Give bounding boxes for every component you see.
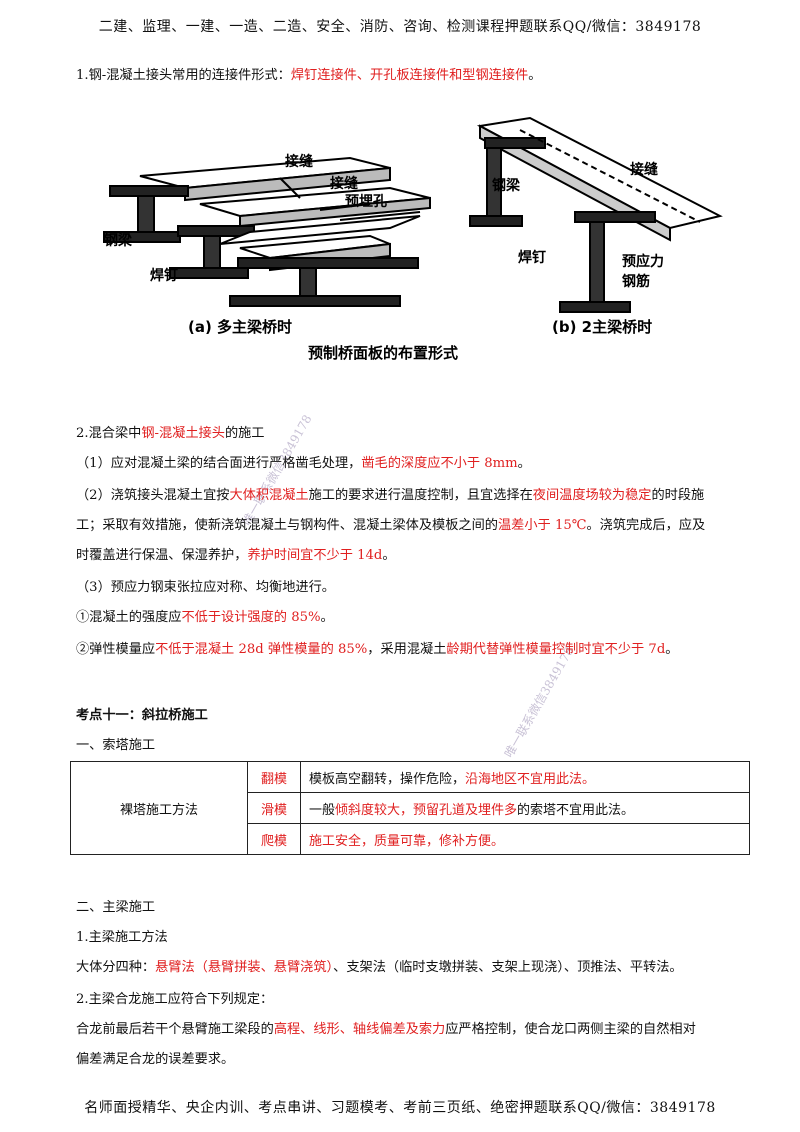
text: 。 (517, 456, 531, 471)
group-cell: 裸塔施工方法 (70, 761, 248, 855)
paragraph-4: ①混凝土的强度应不低于设计强度的 85%。 (76, 608, 736, 628)
paragraph-3: （3）预应力钢束张拉应对称、均衡地进行。 (76, 580, 335, 595)
deck-panel-figure: 接缝 接缝 预埋孔 钢梁 焊钉 钢梁 接缝 焊钉 预应力 钢筋 (a) 多主梁桥… (103, 116, 723, 362)
method-desc: 施工安全，质量可靠，修补方便。 (300, 823, 750, 855)
text: 。 (665, 642, 679, 657)
text: 的时段施 (651, 488, 705, 503)
highlight: 温差小于 15℃ (498, 518, 587, 533)
method-name: 爬模 (247, 823, 301, 855)
two-girder-drawing (469, 116, 723, 313)
page-footer: 名师面授精华、央企内训、考点串讲、习题模考、考前三页纸、绝密押题联系QQ/微信：… (84, 1100, 716, 1116)
label-seam-2: 接缝 (330, 175, 358, 192)
text: 。浇筑完成后，应及 (586, 518, 706, 533)
paragraph-5: ②弹性模量应不低于混凝土 28d 弹性模量的 85%，采用混凝土龄期代替弹性模量… (76, 640, 736, 660)
highlight: 不低于混凝土 28d 弹性模量的 85% (155, 642, 368, 657)
text: 大体分四种： (76, 960, 156, 975)
connector-types-line: 1.钢-混凝土接头常用的连接件形式：焊钉连接件、开孔板连接件和型钢连接件。 (76, 66, 736, 86)
highlight: 夜间温度场较为稳定 (532, 488, 652, 503)
highlight: 大体积混凝土 (229, 488, 309, 503)
paragraph-1: （1）应对混凝土梁的结合面进行严格凿毛处理，凿毛的深度应不小于 8mm。 (76, 454, 736, 474)
main-girder-methods-heading: 1.主梁施工方法 (76, 930, 168, 945)
figure-title: 预制桥面板的布置形式 (308, 344, 458, 362)
label-prestress: 预应力 (622, 253, 664, 270)
text: 。 (382, 548, 396, 563)
text: ，采用混凝土 (367, 642, 447, 657)
tower-method-table: 裸塔施工方法 翻模 模板高空翻转，操作危险，沿海地区不宜用此法。 滑模 一般倾斜… (70, 761, 750, 855)
main-girder-methods: 大体分四种：悬臂法（悬臂拼装、悬臂浇筑）、支架法（临时支墩拼装、支架上现浇）、顶… (76, 958, 736, 978)
highlight: 沿海地区不宜用此法。 (465, 771, 596, 787)
method-desc: 一般倾斜度较大，预留孔道及埋件多的索塔不宜用此法。 (300, 792, 750, 824)
table-row: 爬模 施工安全，质量可靠，修补方便。 (71, 823, 750, 855)
subsection-main-girder: 二、主梁施工 (76, 900, 156, 915)
highlight: 施工安全，质量可靠，修补方便。 (309, 833, 505, 849)
label-embedded-hole: 预埋孔 (345, 194, 387, 210)
text: 2.混合梁中 (76, 426, 142, 441)
text: 工；采取有效措施，使新浇筑混凝土与钢构件、混凝土梁体及模板之间的 (76, 518, 498, 533)
subsection-tower: 一、索塔施工 (76, 738, 156, 753)
method-name: 翻模 (247, 761, 301, 793)
highlight: 悬臂法（悬臂拼装、悬臂浇筑） (155, 960, 334, 975)
text: 。 (320, 610, 334, 625)
closure-line-2: 偏差满足合龙的误差要求。 (76, 1052, 235, 1067)
label-stud: 焊钉 (150, 267, 178, 284)
paragraph-2-line-1: （2）浇筑接头混凝土宜按大体积混凝土施工的要求进行温度控制，且宜选择在夜间温度场… (76, 486, 736, 506)
text-tail: 。 (528, 68, 542, 83)
closure-line-1: 合龙前最后若干个悬臂施工梁段的高程、线形、轴线偏差及索力应严格控制，使合龙口两侧… (76, 1020, 736, 1040)
text: 的索塔不宜用此法。 (517, 802, 635, 818)
highlight: 焊钉连接件、开孔板连接件和型钢连接件 (290, 68, 529, 83)
highlight: 钢-混凝土接头 (141, 426, 225, 441)
text: 合龙前最后若干个悬臂施工梁段的 (76, 1022, 274, 1037)
text: （2）浇筑接头混凝土宜按 (76, 488, 230, 503)
paragraph-2-line-3: 时覆盖进行保温、保湿养护，养护时间宜不少于 14d。 (76, 546, 736, 566)
highlight: 凿毛的深度应不小于 8mm (361, 456, 518, 471)
paragraph-2-line-2: 工；采取有效措施，使新浇筑混凝土与钢构件、混凝土梁体及模板之间的温差小于 15℃… (76, 516, 736, 536)
text: 的施工 (224, 426, 265, 441)
label-seam-1: 接缝 (285, 153, 313, 170)
text: ②弹性模量应 (76, 642, 156, 657)
text: 时覆盖进行保温、保湿养护， (76, 548, 248, 563)
method-desc: 模板高空翻转，操作危险，沿海地区不宜用此法。 (300, 761, 750, 793)
closure-heading: 2.主梁合龙施工应符合下列规定： (76, 992, 274, 1007)
caption-b: (b) 2主梁桥时 (552, 318, 652, 336)
method-name: 滑模 (247, 792, 301, 824)
label-steel-beam-b: 钢梁 (492, 177, 521, 194)
text-lead: 1.钢-混凝土接头常用的连接件形式： (76, 68, 291, 83)
multi-girder-drawing (103, 156, 431, 307)
label-rebar: 钢筋 (622, 273, 650, 290)
text: 一般 (309, 802, 336, 818)
text: 应严格控制，使合龙口两侧主梁的自然相对 (445, 1022, 696, 1037)
page-header: 二建、监理、一建、一造、二造、安全、消防、咨询、检测课程押题联系QQ/微信：38… (98, 19, 702, 35)
highlight: 龄期代替弹性模量控制时宜不少于 7d (446, 642, 666, 657)
text: （1）应对混凝土梁的结合面进行严格凿毛处理， (76, 456, 362, 471)
highlight: 养护时间宜不少于 14d (247, 548, 383, 563)
table-row: 裸塔施工方法 翻模 模板高空翻转，操作危险，沿海地区不宜用此法。 (70, 761, 750, 855)
label-seam-b: 接缝 (630, 161, 658, 178)
text: 模板高空翻转，操作危险， (309, 771, 466, 787)
text: 、支架法（临时支墩拼装、支架上现浇）、顶推法、平转法。 (333, 960, 683, 975)
joint-construction-heading: 2.混合梁中钢-混凝土接头的施工 (76, 424, 736, 444)
highlight: 倾斜度较大，预留孔道及埋件多 (335, 802, 518, 818)
section-title: 考点十一：斜拉桥施工 (76, 708, 208, 723)
highlight: 不低于设计强度的 85% (181, 610, 321, 625)
label-steel-beam: 钢梁 (104, 232, 133, 249)
text: ①混凝土的强度应 (76, 610, 182, 625)
label-stud-b: 焊钉 (518, 249, 546, 266)
caption-a: (a) 多主梁桥时 (188, 318, 292, 336)
text: 施工的要求进行温度控制，且宜选择在 (308, 488, 533, 503)
highlight: 高程、线形、轴线偏差及索力 (273, 1022, 446, 1037)
